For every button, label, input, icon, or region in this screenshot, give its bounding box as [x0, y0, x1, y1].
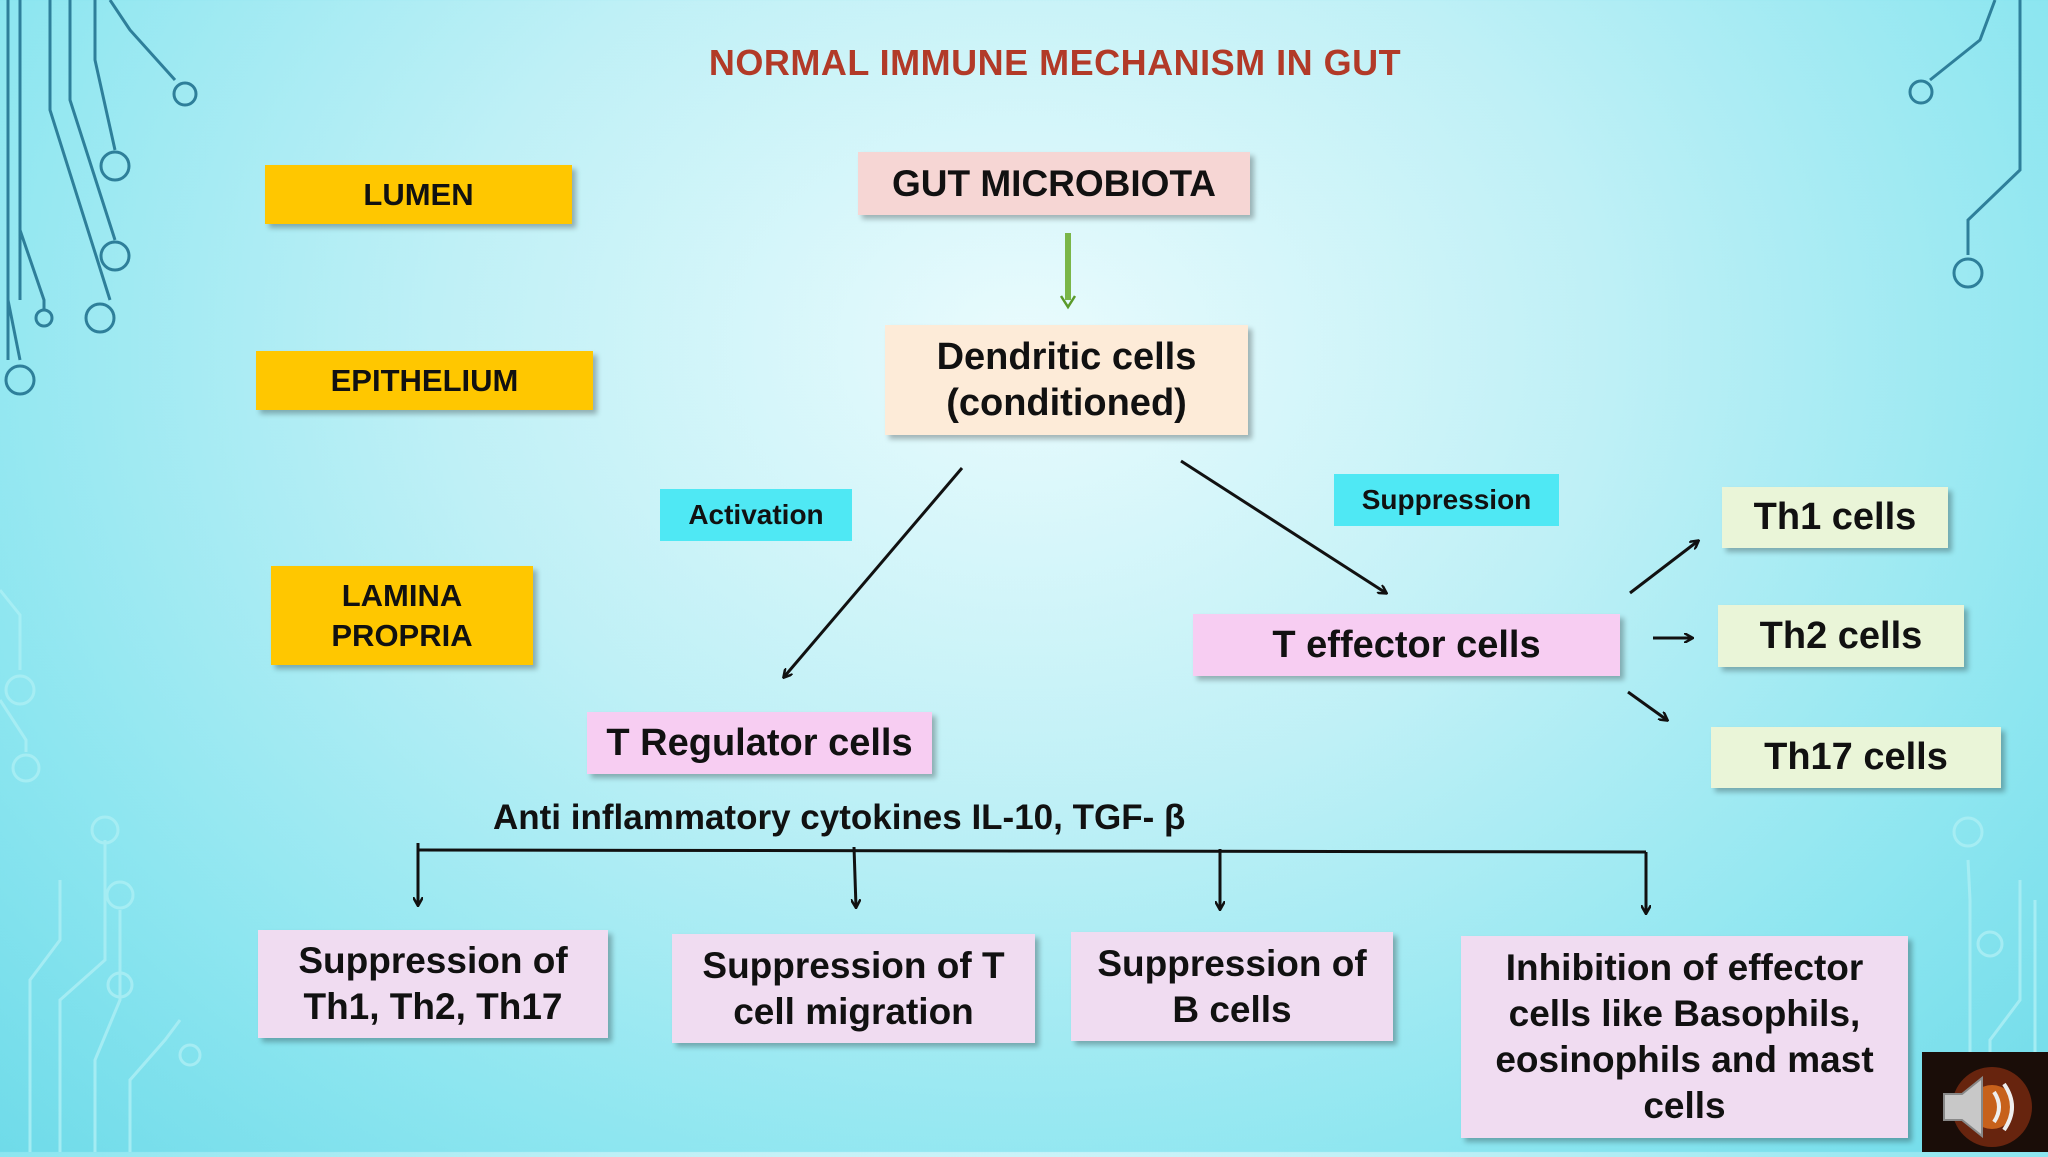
speaker-glyph	[1943, 1067, 2032, 1147]
outcome-suppression-migration: Suppression of T cell migration	[672, 934, 1035, 1043]
outcome4-line3: eosinophils and mast	[1495, 1039, 1874, 1080]
suppression-tag: Suppression	[1334, 474, 1559, 526]
th2-node: Th2 cells	[1718, 605, 1964, 667]
t-regulator-node: T Regulator cells	[587, 712, 932, 774]
t-effector-text: T effector cells	[1272, 623, 1541, 666]
lamina-line1: LAMINA	[341, 577, 463, 613]
t-effector-node: T effector cells	[1193, 614, 1620, 676]
lamina-propria-label: LAMINA PROPRIA	[271, 566, 533, 665]
outcome-suppression-th: Suppression of Th1, Th2, Th17	[258, 930, 608, 1038]
outcome2-line2: cell migration	[733, 990, 974, 1032]
epithelium-label: EPITHELIUM	[256, 351, 593, 410]
lumen-text: LUMEN	[363, 176, 474, 212]
outcome3-line2: B cells	[1172, 988, 1292, 1030]
th17-text: Th17 cells	[1764, 736, 1948, 778]
gut-microbiota-node: GUT MICROBIOTA	[858, 152, 1250, 215]
cytokine-bracket	[418, 843, 1646, 913]
outcome4-line2: cells like Basophils,	[1508, 993, 1861, 1034]
outcome-suppression-bcells: Suppression of B cells	[1071, 932, 1393, 1041]
epithelium-text: EPITHELIUM	[330, 362, 519, 398]
outcome4-line1: Inhibition of effector	[1505, 947, 1864, 988]
th1-node: Th1 cells	[1722, 487, 1948, 548]
dendritic-line2: (conditioned)	[946, 382, 1187, 424]
th1-arrow	[1629, 541, 1698, 595]
activation-text: Activation	[688, 499, 824, 530]
t-regulator-text: T Regulator cells	[606, 721, 913, 764]
outcome1-line2: Th1, Th2, Th17	[303, 986, 563, 1027]
suppression-text: Suppression	[1361, 484, 1532, 515]
suppression-arrow	[1180, 459, 1386, 593]
lumen-label: LUMEN	[265, 165, 572, 224]
outcome3-line1: Suppression of	[1097, 942, 1367, 984]
th2-text: Th2 cells	[1759, 614, 1923, 657]
gut-microbiota-text: GUT MICROBIOTA	[891, 162, 1217, 204]
outcome1-line1: Suppression of	[298, 940, 568, 981]
microbiota-arrow	[1059, 233, 1077, 310]
outcome-inhibition-effector: Inhibition of effector cells like Basoph…	[1461, 936, 1908, 1138]
outcome4-line4: cells	[1643, 1085, 1726, 1126]
th17-arrow	[1627, 690, 1667, 720]
outcome2-line1: Suppression of T	[702, 944, 1005, 986]
page-title: NORMAL IMMUNE MECHANISM IN GUT	[708, 42, 1402, 83]
activation-tag: Activation	[660, 489, 852, 541]
speaker-icon[interactable]	[1922, 1052, 2048, 1152]
activation-arrow	[784, 467, 964, 677]
th17-node: Th17 cells	[1711, 727, 2001, 788]
th1-text: Th1 cells	[1753, 496, 1917, 538]
cytokines-label: Anti inflammatory cytokines IL-10, TGF- …	[493, 798, 1186, 837]
dendritic-line1: Dendritic cells	[936, 336, 1197, 378]
lamina-line2: PROPRIA	[331, 617, 473, 653]
dendritic-cells-node: Dendritic cells (conditioned)	[885, 325, 1248, 435]
